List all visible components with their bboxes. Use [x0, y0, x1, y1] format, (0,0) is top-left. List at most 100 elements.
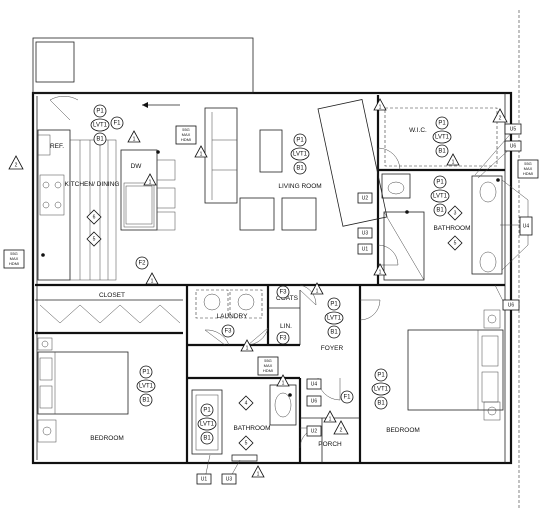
svg-text:LVT1: LVT1	[93, 123, 108, 129]
svg-text:U1: U1	[201, 476, 208, 482]
svg-text:B1: B1	[377, 401, 385, 407]
svg-text:1: 1	[316, 288, 319, 294]
svg-text:B1: B1	[96, 137, 104, 143]
svg-text:1: 1	[246, 345, 249, 351]
bathroom-right-label: BATHROOM	[433, 225, 470, 232]
svg-text:1: 1	[257, 471, 260, 477]
svg-text:U6: U6	[311, 398, 318, 404]
svg-text:B1: B1	[203, 436, 211, 442]
exterior-walls	[31, 10, 520, 510]
room-labels: LIVING ROOM KITCHEN/ DINING W.I.C. BATHR…	[65, 127, 471, 448]
svg-text:1: 1	[379, 269, 382, 275]
svg-text:1: 1	[133, 136, 136, 142]
living-room-label: LIVING ROOM	[278, 183, 321, 190]
finish-stack-bedroom-left: P1 LVT1 B1	[136, 365, 156, 407]
kitchen-label: KITCHEN/ DINING	[65, 181, 120, 188]
svg-text:LVT1: LVT1	[139, 384, 154, 390]
svg-text:1: 1	[452, 159, 455, 165]
finish-stack-bath-right: P1 LVT1 B1	[430, 175, 450, 217]
svg-text:P1: P1	[330, 302, 338, 308]
svg-text:MAX: MAX	[10, 256, 19, 261]
svg-text:LVT1: LVT1	[327, 316, 342, 322]
svg-text:5: 5	[454, 240, 457, 246]
living-furniture	[204, 99, 388, 231]
wic-label: W.I.C.	[409, 127, 427, 134]
svg-text:F2: F2	[138, 261, 146, 267]
svg-text:U4: U4	[523, 223, 530, 229]
svg-text:F1: F1	[343, 395, 351, 401]
svg-text:B1: B1	[438, 149, 446, 155]
svg-text:5: 5	[93, 236, 96, 242]
svg-text:LVT1: LVT1	[374, 387, 389, 393]
interior-walls	[35, 95, 505, 463]
svg-text:LVT1: LVT1	[433, 194, 448, 200]
lin-label: LIN.	[280, 323, 292, 330]
svg-text:P1: P1	[296, 138, 304, 144]
svg-text:55G: 55G	[524, 161, 532, 166]
svg-text:F3: F3	[279, 336, 287, 342]
svg-text:F3: F3	[224, 329, 232, 335]
svg-text:2: 2	[15, 162, 18, 168]
svg-text:P1: P1	[377, 373, 385, 379]
bathroom-center-label: BATHROOM	[233, 425, 270, 432]
svg-text:LVT1: LVT1	[200, 422, 215, 428]
wic-shelving	[384, 107, 498, 167]
finish-stack-foyer: P1 LVT1 B1	[324, 297, 344, 339]
svg-text:HDMI: HDMI	[523, 171, 533, 176]
finish-stack-bedroom-right: P1 LVT1 B1	[371, 368, 391, 410]
svg-text:U6: U6	[508, 302, 515, 308]
finish-stack-kitchen: P1 LVT1 B1	[90, 104, 110, 146]
svg-text:3: 3	[454, 210, 457, 216]
keynote-triangles: 2 1 1 1 1 2 1 1 1 1 1 1 2 1 1	[8, 98, 508, 478]
svg-text:B1: B1	[142, 398, 150, 404]
svg-text:B1: B1	[436, 208, 444, 214]
svg-text:P1: P1	[142, 370, 150, 376]
laundry-label: LAUNDRY	[217, 313, 249, 320]
svg-text:2: 2	[340, 427, 343, 433]
svg-text:4: 4	[245, 400, 248, 406]
svg-text:F1: F1	[113, 121, 121, 127]
svg-text:U5: U5	[510, 126, 517, 132]
diamond-markers: 6 5 3 5 4 5	[86, 205, 463, 451]
svg-text:U4: U4	[311, 381, 318, 387]
svg-text:B1: B1	[330, 330, 338, 336]
svg-text:U3: U3	[362, 230, 369, 236]
outlet-notes: 55G MAX HDMI 55G MAX HDMI 55G MAX HDMI 5…	[3, 125, 539, 376]
svg-text:LVT1: LVT1	[435, 135, 450, 141]
svg-text:MAX: MAX	[264, 363, 273, 368]
svg-text:P1: P1	[203, 408, 211, 414]
svg-text:P1: P1	[436, 180, 444, 186]
finish-stack-wic: P1 LVT1 B1	[432, 116, 452, 158]
svg-text:HDMI: HDMI	[181, 137, 191, 142]
svg-text:1: 1	[329, 416, 332, 422]
svg-text:6: 6	[93, 214, 96, 220]
fridge-label: REF.	[50, 143, 64, 150]
fixture-tags: F1 F2 F3 F3 F3 F1	[110, 116, 354, 404]
finish-stack-living: P1 LVT1 B1	[290, 133, 310, 175]
svg-text:U2: U2	[311, 428, 318, 434]
finish-stack-bath-center: P1 LVT1 B1	[197, 403, 217, 445]
dishwasher-label: DW	[131, 163, 143, 170]
svg-text:U6: U6	[510, 143, 517, 149]
svg-text:MAX: MAX	[182, 132, 191, 137]
svg-text:U3: U3	[226, 476, 233, 482]
porch-label: PORCH	[318, 441, 342, 448]
bedroom-left-label: BEDROOM	[90, 435, 124, 442]
svg-text:LVT1: LVT1	[293, 152, 308, 158]
kitchen-cabinets: REF. DW	[37, 129, 176, 281]
svg-text:HDMI: HDMI	[263, 368, 273, 373]
svg-text:1: 1	[151, 278, 154, 284]
svg-text:1: 1	[282, 380, 285, 386]
svg-text:1: 1	[379, 104, 382, 110]
svg-text:5: 5	[245, 440, 248, 446]
svg-text:U2: U2	[362, 195, 369, 201]
closet-label: CLOSET	[99, 292, 125, 299]
bedroom-left-furniture	[37, 337, 129, 443]
doors	[39, 96, 401, 449]
laundry-machines	[195, 289, 263, 319]
svg-text:2: 2	[499, 115, 502, 121]
u-tags: U5 U6 U4 U6 U2 U3 U1 U4 U6 U2 U1 U3	[196, 123, 533, 485]
svg-text:55G: 55G	[264, 358, 272, 363]
svg-text:P1: P1	[438, 121, 446, 127]
